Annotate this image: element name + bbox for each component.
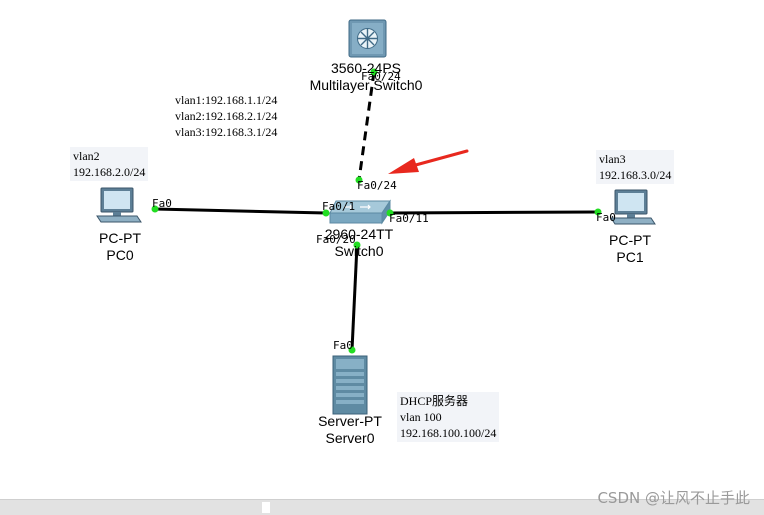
link-endpoint-2: [151, 205, 159, 213]
server-icon[interactable]: [332, 355, 368, 415]
annotation-arrow: [388, 149, 469, 174]
switch-name: Switch0: [334, 243, 384, 259]
switch-icon[interactable]: [329, 199, 391, 225]
pc0-model: PC-PT: [99, 230, 141, 246]
pc0-name: PC0: [106, 247, 134, 263]
port-label-sw-fa0-1: Fa0/1: [322, 200, 356, 213]
watermark: CSDN @让风不止手此: [597, 489, 750, 507]
pc0-label: PC-PT PC0: [90, 230, 150, 264]
pc0-network-subnet: 192.168.2.0/24: [73, 165, 146, 179]
endpoints-layer: [151, 68, 602, 354]
port-label-sw-fa0-24: Fa0/24: [357, 179, 397, 192]
link-0[interactable]: [357, 71, 376, 181]
link-3[interactable]: [350, 244, 359, 351]
server-info-vlan: vlan 100: [400, 410, 442, 424]
vlan-ip-line-1: vlan1:192.168.1.1/24: [175, 93, 278, 107]
multilayer-switch-name: Multilayer Switch0: [309, 77, 423, 93]
link-2[interactable]: [389, 210, 599, 215]
scrollbar-thumb[interactable]: [262, 502, 270, 513]
link-endpoint-3: [322, 209, 330, 217]
port-label-server-fa0: Fa0: [333, 339, 353, 352]
multilayer-switch-label: 3560-24PS Multilayer Switch0: [296, 60, 436, 94]
link-endpoint-0: [370, 68, 378, 76]
links-layer: [154, 71, 599, 351]
link-endpoint-7: [348, 346, 356, 354]
pc1-name: PC1: [616, 249, 644, 265]
pc0-icon[interactable]: [96, 187, 142, 223]
vlan-ip-line-2: vlan2:192.168.2.1/24: [175, 109, 278, 123]
multilayer-switch-icon[interactable]: [348, 19, 387, 58]
link-1[interactable]: [154, 207, 327, 215]
server-name: Server0: [325, 430, 375, 446]
switch-model: 2960-24TT: [324, 226, 394, 242]
port-label-pc1-fa0: Fa0: [596, 211, 616, 224]
vlan-ip-note: vlan1:192.168.1.1/24 vlan2:192.168.2.1/2…: [175, 92, 277, 140]
pc1-model: PC-PT: [609, 232, 651, 248]
port-label-sw-fa0-11: Fa0/11: [389, 212, 429, 225]
link-endpoint-6: [353, 241, 361, 249]
horizontal-scrollbar[interactable]: [0, 499, 764, 515]
link-endpoint-5: [594, 208, 602, 216]
server-info-ip: 192.168.100.100/24: [400, 426, 497, 440]
pc1-network-subnet: 192.168.3.0/24: [599, 168, 672, 182]
server-model: Server-PT: [318, 413, 382, 429]
pc0-network-vlan: vlan2: [73, 149, 100, 163]
switch-label: 2960-24TT Switch0: [300, 226, 418, 260]
pc1-icon[interactable]: [610, 189, 656, 225]
multilayer-switch-model: 3560-24PS: [330, 60, 402, 76]
link-endpoint-4: [386, 209, 394, 217]
pc1-network-vlan: vlan3: [599, 152, 626, 166]
port-label-sw-fa0-20: Fa0/20: [316, 233, 356, 246]
server-label: Server-PT Server0: [310, 413, 390, 447]
pc0-network-note: vlan2 192.168.2.0/24: [70, 147, 149, 181]
port-label-ml-fa0-24: Fa0/24: [361, 70, 401, 83]
pc1-label: PC-PT PC1: [600, 232, 660, 266]
server-info-title: DHCP服务器: [400, 394, 469, 408]
server-info-note: DHCP服务器 vlan 100 192.168.100.100/24: [397, 392, 500, 442]
vlan-ip-line-3: vlan3:192.168.3.1/24: [175, 125, 278, 139]
pc1-network-note: vlan3 192.168.3.0/24: [596, 150, 675, 184]
port-label-pc0-fa0: Fa0: [152, 197, 172, 210]
link-endpoint-1: [355, 176, 363, 184]
